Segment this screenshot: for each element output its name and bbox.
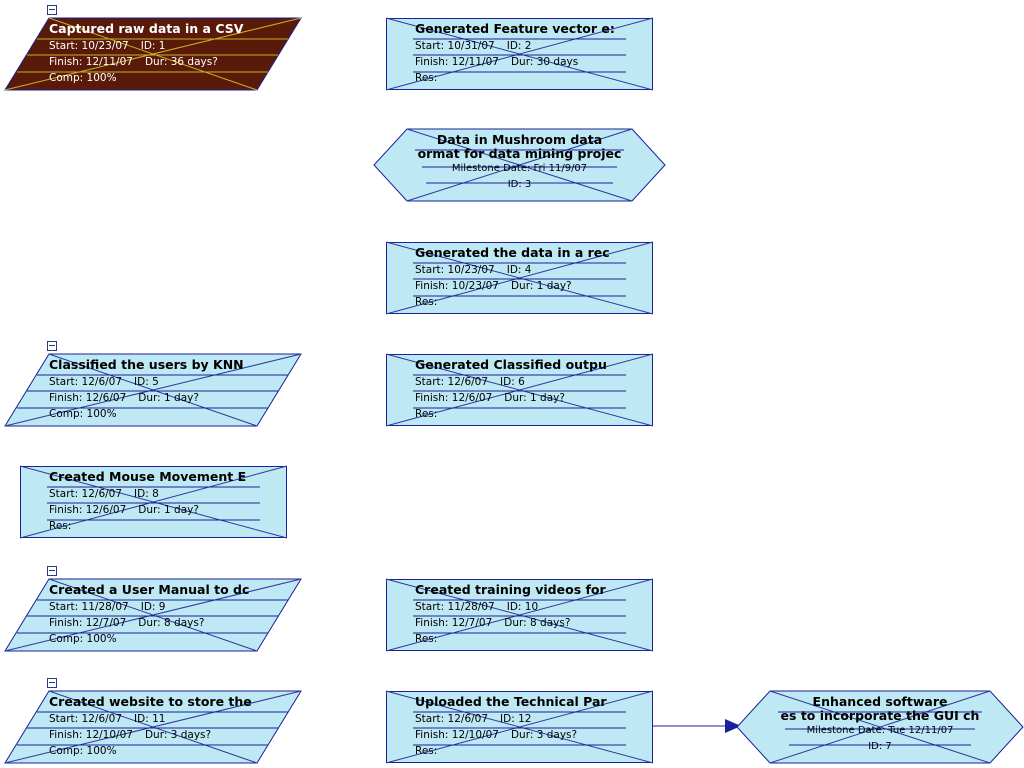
rectangle-shape [385, 353, 654, 427]
task-third-row: Res: [415, 745, 438, 757]
task-third-row: Res: [415, 633, 438, 645]
collapse-toggle-icon[interactable] [47, 678, 57, 688]
task-title: Created Mouse Movement E [49, 469, 247, 484]
parallelogram-shape [4, 17, 302, 91]
task-title: Classified the users by KNN [49, 357, 244, 372]
task-node-9[interactable]: Created a User Manual to dc Start: 11/28… [4, 578, 302, 652]
parallelogram-shape [4, 353, 302, 427]
milestone-node-7[interactable]: Enhanced software es to incorporate the … [736, 690, 1024, 764]
task-third-row: Comp: 100% [49, 633, 117, 645]
milestone-id: ID: 7 [868, 741, 892, 752]
milestone-node-3[interactable]: Data in Mushroom data ormat for data min… [373, 128, 666, 202]
milestone-title-line1: Data in Mushroom data [436, 133, 603, 147]
rectangle-shape [385, 578, 654, 652]
task-title: Generated the data in a rec [415, 245, 610, 260]
task-title: Captured raw data in a CSV [49, 21, 244, 36]
task-third-row: Res: [415, 408, 438, 420]
task-title: Generated Classified outpu [415, 357, 607, 372]
hexagon-shape [373, 128, 666, 202]
task-node-4[interactable]: Generated the data in a rec Start: 10/23… [385, 241, 654, 315]
task-node-5[interactable]: Classified the users by KNN Start: 12/6/… [4, 353, 302, 427]
task-third-row: Res: [415, 72, 438, 84]
rectangle-shape [19, 465, 288, 539]
task-title: Created training videos for [415, 582, 606, 597]
parallelogram-shape [4, 578, 302, 652]
milestone-id: ID: 3 [507, 179, 532, 190]
task-third-row: Res: [415, 296, 438, 308]
task-third-row: Comp: 100% [49, 72, 117, 84]
task-title: Generated Feature vector e: [415, 21, 615, 36]
rectangle-shape [385, 17, 654, 91]
task-node-1[interactable]: Captured raw data in a CSV Start: 10/23/… [4, 17, 302, 91]
task-title: Created a User Manual to dc [49, 582, 250, 597]
hexagon-shape [736, 690, 1024, 764]
collapse-toggle-icon[interactable] [47, 341, 57, 351]
milestone-date: Milestone Date: Tue 12/11/07 [806, 725, 954, 736]
milestone-title-line2: ormat for data mining projec [417, 147, 622, 161]
task-node-11[interactable]: Created website to store the Start: 12/6… [4, 690, 302, 764]
rectangle-shape [385, 690, 654, 764]
collapse-toggle-icon[interactable] [47, 5, 57, 15]
milestone-title-line1: Enhanced software [812, 695, 948, 709]
task-node-10[interactable]: Created training videos for Start: 11/28… [385, 578, 654, 652]
task-third-row: Res: [49, 520, 72, 532]
task-title: Created website to store the [49, 694, 252, 709]
task-third-row: Comp: 100% [49, 408, 117, 420]
dependency-arrow [653, 719, 741, 733]
milestone-date: Milestone Date: Fri 11/9/07 [451, 163, 588, 174]
task-node-2[interactable]: Generated Feature vector e: Start: 10/31… [385, 17, 654, 91]
milestone-title-line2: es to incorporate the GUI ch [780, 709, 980, 723]
task-node-12[interactable]: Uploaded the Technical Par Start: 12/6/0… [385, 690, 654, 764]
task-third-row: Comp: 100% [49, 745, 117, 757]
task-title: Uploaded the Technical Par [415, 694, 607, 709]
rectangle-shape [385, 241, 654, 315]
collapse-toggle-icon[interactable] [47, 566, 57, 576]
task-node-6[interactable]: Generated Classified outpu Start: 12/6/0… [385, 353, 654, 427]
parallelogram-shape [4, 690, 302, 764]
